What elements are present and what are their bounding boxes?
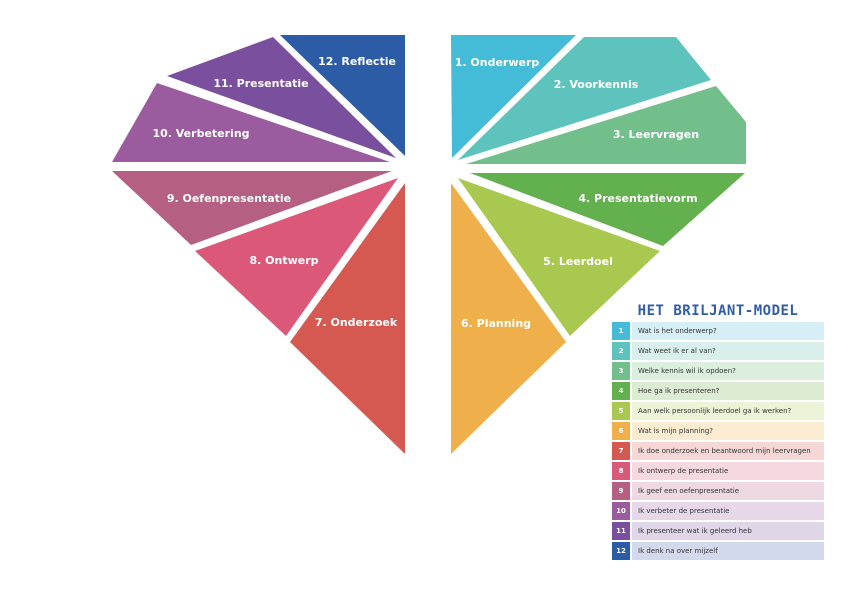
legend-row-text: Ik verbeter de presentatie (632, 502, 824, 520)
legend-row-number: 7 (612, 442, 630, 460)
segment-10: 10. Verbetering (112, 83, 390, 162)
legend-title: HET BRILJANT-MODEL (637, 303, 799, 319)
segment-3-shape (466, 86, 746, 164)
segment-6-label: 6. Planning (461, 317, 531, 330)
segment-10-shape (112, 83, 390, 162)
legend-row-text: Ik ontwerp de presentatie (632, 462, 824, 480)
segment-8: 8. Ontwerp (195, 178, 398, 336)
segment-12-shape (280, 35, 405, 156)
segment-5-label: 5. Leerdoel (543, 255, 613, 268)
legend-row-text: Wat is het onderwerp? (632, 322, 824, 340)
legend-row-number: 8 (612, 462, 630, 480)
legend-row-number: 4 (612, 382, 630, 400)
segment-4-shape (470, 173, 745, 246)
legend-row-number: 3 (612, 362, 630, 380)
legend-row-text: Wat weet ik er al van? (632, 342, 824, 360)
legend-row-text: Wat is mijn planning? (632, 422, 824, 440)
segment-5: 5. Leerdoel (458, 178, 660, 336)
segment-3-label: 3. Leervragen (613, 128, 699, 141)
segment-2: 2. Voorkennis (458, 37, 711, 160)
segment-9: 9. Oefenpresentatie (112, 171, 392, 245)
legend-row-text: Ik denk na over mijzelf (632, 542, 824, 560)
legend-row-text: Hoe ga ik presenteren? (632, 382, 824, 400)
legend-row-text: Ik geef een oefenpresentatie (632, 482, 824, 500)
segment-1: 1. Onderwerp (451, 35, 576, 158)
legend-row-number: 5 (612, 402, 630, 420)
segment-2-label: 2. Voorkennis (554, 78, 639, 91)
legend-row-text: Welke kennis wil ik opdoen? (632, 362, 824, 380)
segment-4-label: 4. Presentatievorm (578, 192, 697, 205)
segment-5-shape (458, 178, 660, 336)
segment-4: 4. Presentatievorm (470, 173, 745, 246)
segment-1-shape (451, 35, 576, 158)
segment-7: 7. Onderzoek (290, 183, 405, 454)
legend-row-text: Aan welk persoonlijk leerdoel ga ik werk… (632, 402, 824, 420)
segment-7-label: 7. Onderzoek (315, 316, 398, 329)
legend-row-number: 2 (612, 342, 630, 360)
legend-row-text: Ik doe onderzoek en beantwoord mijn leer… (632, 442, 824, 460)
segment-6-shape (451, 183, 566, 454)
segment-9-label: 9. Oefenpresentatie (167, 192, 291, 205)
legend-row-number: 12 (612, 542, 630, 560)
segment-8-label: 8. Ontwerp (249, 254, 318, 267)
segment-11-label: 11. Presentatie (213, 77, 308, 90)
legend-row-number: 11 (612, 522, 630, 540)
legend-row-text: Ik presenteer wat ik geleerd heb (632, 522, 824, 540)
legend-row-number: 6 (612, 422, 630, 440)
segment-10-label: 10. Verbetering (152, 127, 249, 140)
segment-7-shape (290, 183, 405, 454)
segment-1-label: 1. Onderwerp (455, 56, 540, 69)
segment-11: 11. Presentatie (167, 37, 396, 158)
segment-12-label: 12. Reflectie (318, 55, 396, 68)
legend-row-number: 9 (612, 482, 630, 500)
legend-row-number: 10 (612, 502, 630, 520)
segment-9-shape (112, 171, 392, 245)
segment-12: 12. Reflectie (280, 35, 405, 156)
segment-2-shape (458, 37, 711, 160)
legend-row-number: 1 (612, 322, 630, 340)
segment-8-shape (195, 178, 398, 336)
segment-3: 3. Leervragen (466, 86, 746, 164)
segment-6: 6. Planning (451, 183, 566, 454)
segment-11-shape (167, 37, 396, 158)
